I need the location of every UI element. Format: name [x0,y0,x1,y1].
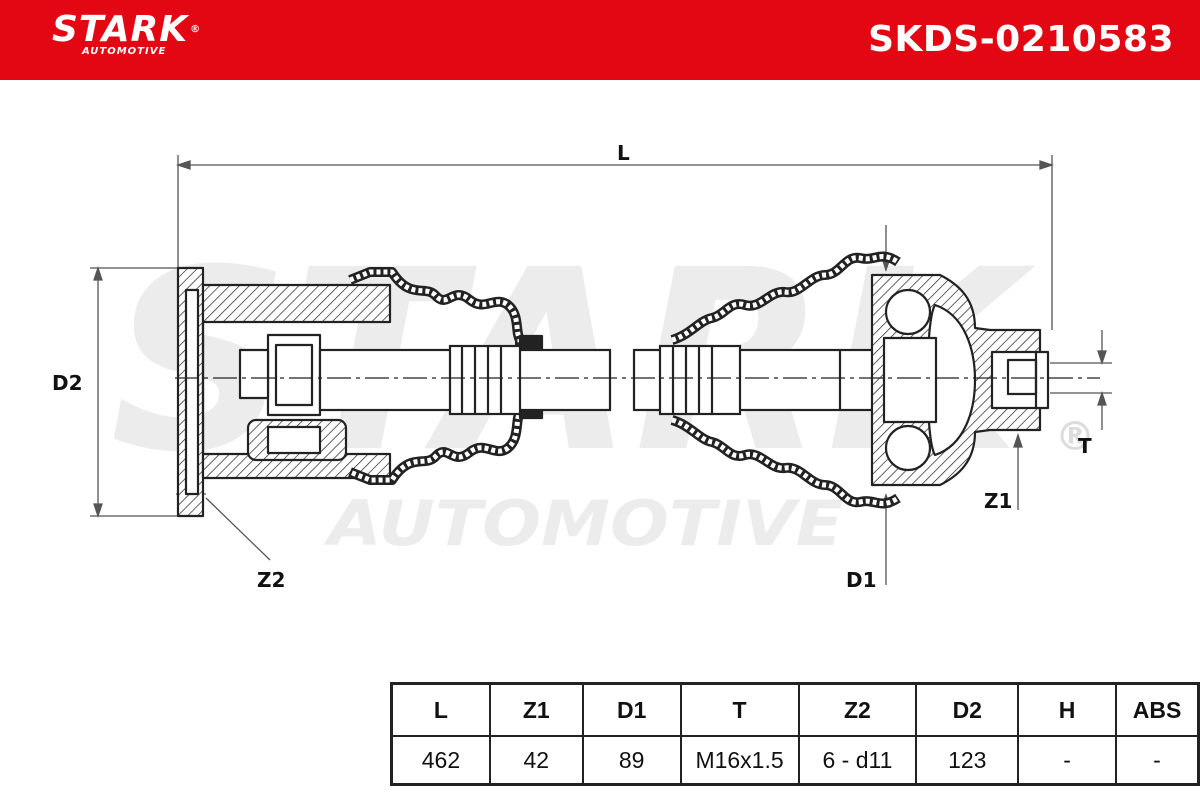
spec-header-d2: D2 [915,682,1020,737]
spec-header-t: T [679,682,800,737]
part-number: SKDS-0210583 [868,19,1174,60]
logo-text: STARK [52,9,189,50]
watermark-reg: ® [1055,414,1095,460]
spec-value-h: - [1017,735,1118,786]
spec-value-d2: 123 [915,735,1020,786]
spec-header-z1: Z1 [488,682,584,737]
spec-header-h: H [1017,682,1118,737]
spec-value-l: 462 [390,735,491,786]
inner-joint [176,266,544,518]
label-z1: Z1 [984,489,1012,513]
spec-table: L Z1 D1 T Z2 D2 H ABS 462 42 89 M16x1.5 … [390,682,1200,786]
label-z2: Z2 [257,568,285,592]
spec-header-d1: D1 [581,682,682,737]
label-l: L [617,141,630,165]
spec-value-d1: 89 [581,735,682,786]
logo-subtitle: AUTOMOTIVE [82,46,167,57]
spec-table-value-row: 462 42 89 M16x1.5 6 - d11 123 - - [390,735,1200,786]
spec-value-z2: 6 - d11 [797,735,918,786]
spec-header-l: L [390,682,491,737]
dimension-l [175,155,1055,330]
spec-header-abs: ABS [1115,682,1200,737]
leader-z1 [1013,432,1023,510]
watermark-sub: AUTOMOTIVE [322,487,843,560]
label-d2: D2 [52,371,83,395]
header-bar: STARK® AUTOMOTIVE SKDS-0210583 [0,0,1200,80]
spec-table-header-row: L Z1 D1 T Z2 D2 H ABS [390,682,1200,737]
outer-joint [670,251,1050,509]
shaft [318,344,876,416]
spec-value-t: M16x1.5 [679,735,800,786]
label-t: T [1078,434,1092,458]
brand-logo: STARK® AUTOMOTIVE [52,9,202,58]
logo-registered-mark: ® [190,24,202,35]
spec-value-abs: - [1115,735,1200,786]
spec-header-z2: Z2 [797,682,918,737]
spec-value-z1: 42 [488,735,584,786]
label-d1: D1 [846,568,877,592]
dimension-t [1050,330,1112,430]
drive-shaft-drawing: STARK AUTOMOTIVE ® L D2 Z2 D1 Z1 [52,141,1112,592]
